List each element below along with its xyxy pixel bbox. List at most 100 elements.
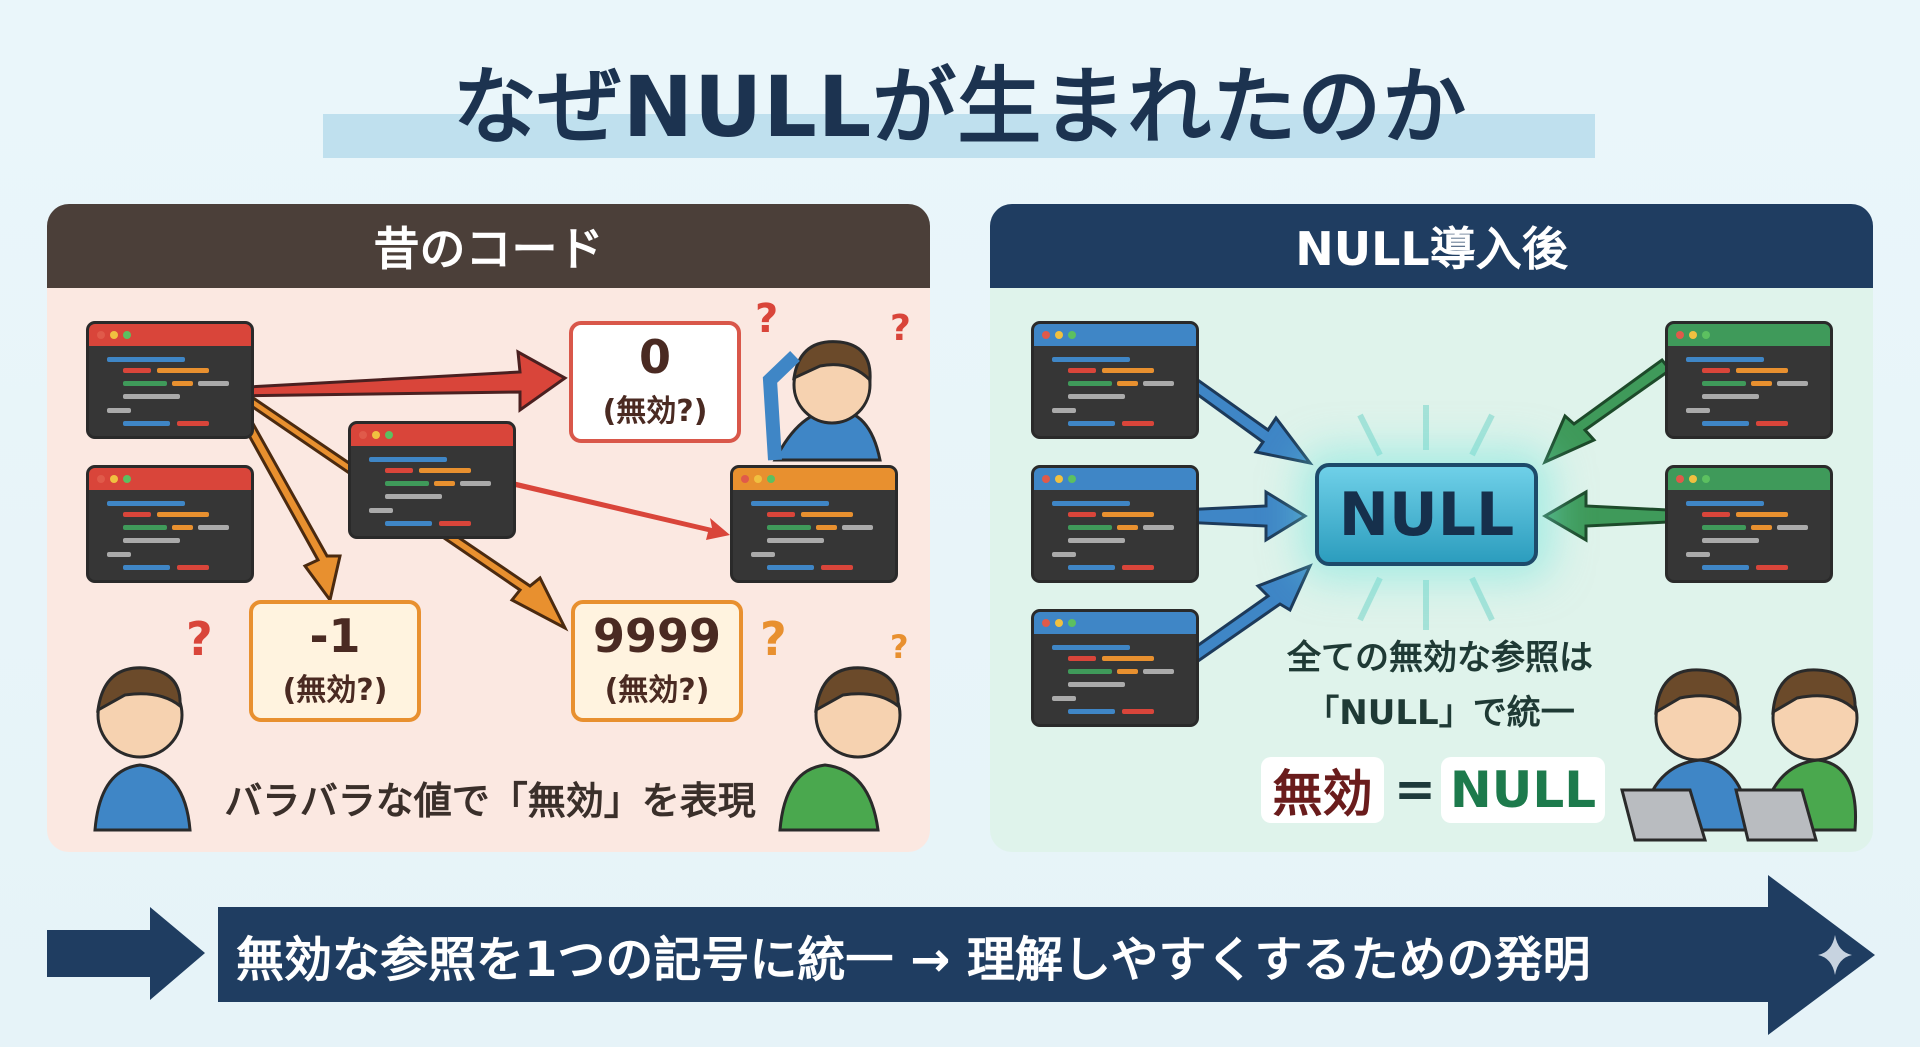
- window-dot-icon: [754, 475, 762, 483]
- bottom-banner-text: 無効な参照を1つの記号に統一 → 理解しやすくするための発明: [236, 932, 1591, 988]
- code-line: [1117, 669, 1138, 675]
- code-line: [1686, 551, 1710, 557]
- code-line: [816, 525, 837, 531]
- code-line: [766, 512, 796, 517]
- window-dot-icon: [385, 431, 393, 439]
- code-line: [1735, 368, 1788, 373]
- window-dot-icon: [97, 475, 105, 483]
- equation-null: NULL: [1441, 757, 1605, 823]
- arrow-green-1: [1542, 357, 1673, 465]
- window-dot-icon: [1068, 619, 1076, 627]
- old-code-caption: バラバラな値で「無効」を表現: [224, 779, 756, 823]
- code-line: [1756, 420, 1788, 426]
- code-window: [1031, 321, 1199, 439]
- code-line: [1067, 538, 1125, 544]
- value-9999-note: (無効?): [604, 673, 710, 708]
- code-line: [1101, 656, 1154, 661]
- code-line: [122, 564, 170, 570]
- value-minus-one-note: (無効?): [282, 673, 388, 708]
- window-dot-icon: [741, 475, 749, 483]
- window-dot-icon: [1055, 475, 1063, 483]
- confused-person-bottom-left: [93, 666, 192, 832]
- window-dot-icon: [1042, 331, 1050, 339]
- code-line: [198, 381, 230, 387]
- code-line: [1067, 656, 1097, 661]
- window-dot-icon: [1042, 475, 1050, 483]
- code-line: [766, 564, 814, 570]
- code-line: [434, 481, 455, 487]
- question-mark-icon: ?: [890, 308, 911, 349]
- code-line: [418, 468, 471, 473]
- window-dot-icon: [1676, 475, 1684, 483]
- code-line: [107, 551, 131, 557]
- window-titlebar: [1034, 612, 1196, 634]
- code-window: [730, 465, 898, 583]
- code-line: [1067, 525, 1112, 531]
- code-line: [384, 494, 442, 500]
- code-line: [1686, 407, 1710, 413]
- value-box-minus-one: -1 (無効?): [249, 600, 421, 722]
- code-window: [86, 465, 254, 583]
- code-line: [460, 481, 492, 487]
- code-line: [1751, 525, 1772, 531]
- code-line: [122, 525, 167, 531]
- code-line: [1122, 708, 1154, 714]
- window-dot-icon: [1676, 331, 1684, 339]
- code-line: [1067, 381, 1112, 387]
- arrow-blue-3: [1177, 563, 1313, 671]
- window-dot-icon: [1702, 475, 1710, 483]
- happy-person-green: [1734, 668, 1859, 842]
- code-line: [1701, 512, 1731, 517]
- question-mark-icon: ?: [186, 612, 213, 666]
- code-line: [751, 551, 775, 557]
- code-line: [1701, 525, 1746, 531]
- code-line: [122, 394, 180, 400]
- code-line: [1777, 381, 1809, 387]
- window-dot-icon: [372, 431, 380, 439]
- window-titlebar: [89, 468, 251, 490]
- code-line: [177, 564, 209, 570]
- arrow-to-orange-window: [498, 478, 730, 540]
- main-bottom-arrow: [218, 875, 1875, 1035]
- code-line: [1067, 512, 1097, 517]
- unify-text-line1: 全ての無効な参照は: [1287, 638, 1593, 678]
- code-line: [172, 381, 193, 387]
- code-line: [1701, 538, 1759, 544]
- code-window: [86, 321, 254, 439]
- value-box-zero: 0 (無効?): [569, 321, 741, 443]
- code-line: [122, 381, 167, 387]
- code-line: [1143, 381, 1175, 387]
- code-line: [384, 481, 429, 487]
- code-line: [1067, 394, 1125, 400]
- window-titlebar: [89, 324, 251, 346]
- window-dot-icon: [1702, 331, 1710, 339]
- code-line: [800, 512, 853, 517]
- code-line: [1701, 368, 1731, 373]
- code-line: [1067, 682, 1125, 688]
- code-line: [766, 525, 811, 531]
- code-line: [1686, 357, 1765, 362]
- code-window: [1031, 465, 1199, 583]
- code-line: [1701, 394, 1759, 400]
- window-titlebar: [351, 424, 513, 446]
- code-line: [107, 407, 131, 413]
- code-line: [1735, 512, 1788, 517]
- window-titlebar: [1668, 468, 1830, 490]
- window-dot-icon: [123, 475, 131, 483]
- code-line: [122, 538, 180, 544]
- code-window: [1031, 609, 1199, 727]
- code-line: [1052, 695, 1076, 701]
- window-dot-icon: [1068, 475, 1076, 483]
- code-line: [1143, 525, 1175, 531]
- page-title: なぜNULLが生まれたのか: [452, 58, 1468, 156]
- window-dot-icon: [1055, 619, 1063, 627]
- code-line: [1117, 381, 1138, 387]
- null-box: NULL: [1315, 463, 1538, 566]
- window-dot-icon: [1068, 331, 1076, 339]
- code-line: [1052, 645, 1131, 650]
- code-line: [1777, 525, 1809, 531]
- old-code-header: 昔のコード: [47, 204, 930, 288]
- equation-invalid: 無効: [1261, 757, 1384, 823]
- arrow-to-zero: [228, 349, 568, 413]
